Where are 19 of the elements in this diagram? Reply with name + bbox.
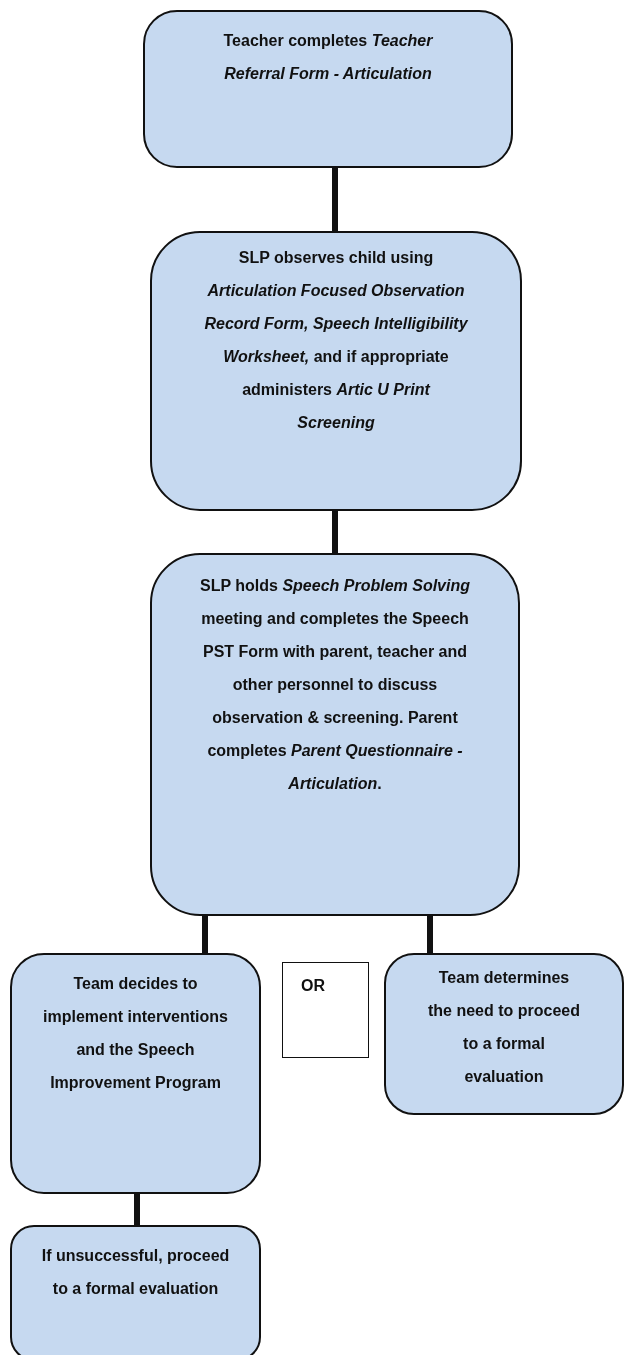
connector-line	[332, 511, 338, 553]
box-text: Team determines the need to proceed to a formal evaluation	[427, 968, 581, 1087]
process-box	[150, 553, 520, 916]
connector-line	[134, 1194, 140, 1225]
process-box	[10, 1225, 261, 1355]
process-box	[150, 231, 522, 511]
process-box	[10, 953, 261, 1194]
box-text: Team decides to implement interventions and the Speech Improvement Program	[42, 974, 229, 1093]
process-box	[384, 953, 624, 1115]
connector-line	[427, 916, 433, 953]
connector-line	[202, 916, 208, 953]
box-text: OR	[301, 976, 325, 996]
box-text: SLP observes child using Articulation Focused Observation Record Form, Speech Intelligibility Worksheet, and if appropriate administers Artic U Print Screening	[203, 248, 469, 433]
box-text: If unsuccessful, proceed to a formal evaluation	[40, 1246, 231, 1299]
box-text: SLP holds Speech Problem Solving meeting and completes the Speech PST Form with parent, teacher and other personnel to discuss observation & screening. Parent completes Parent Questionnaire - Articulation.	[199, 576, 471, 794]
text-box	[282, 962, 369, 1058]
connector-line	[332, 168, 338, 231]
box-text: Teacher completes Teacher Referral Form - Articulation	[222, 31, 434, 84]
process-box	[143, 10, 513, 168]
